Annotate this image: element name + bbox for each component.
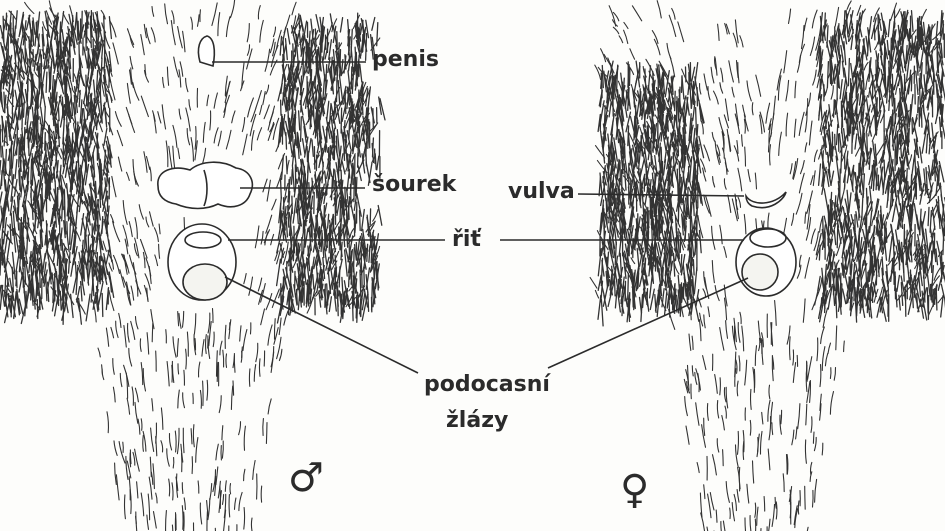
label-glands-line2: žlázy — [446, 410, 508, 432]
female-anatomy — [736, 192, 796, 296]
label-sourek: šourek — [372, 174, 456, 196]
female-symbol: ♀ — [620, 470, 649, 510]
label-glands-line1: podocasní — [424, 374, 550, 396]
male-symbol: ♂ — [288, 458, 324, 498]
label-vulva: vulva — [508, 181, 575, 203]
label-rit: řiť — [452, 229, 481, 251]
female-gland-shape — [742, 254, 778, 290]
male-gland-shape — [183, 264, 227, 300]
male-anatomy — [158, 36, 252, 300]
female-vulva-shape — [746, 192, 786, 208]
label-penis: penis — [372, 49, 439, 71]
male-penis-shape — [198, 36, 214, 66]
